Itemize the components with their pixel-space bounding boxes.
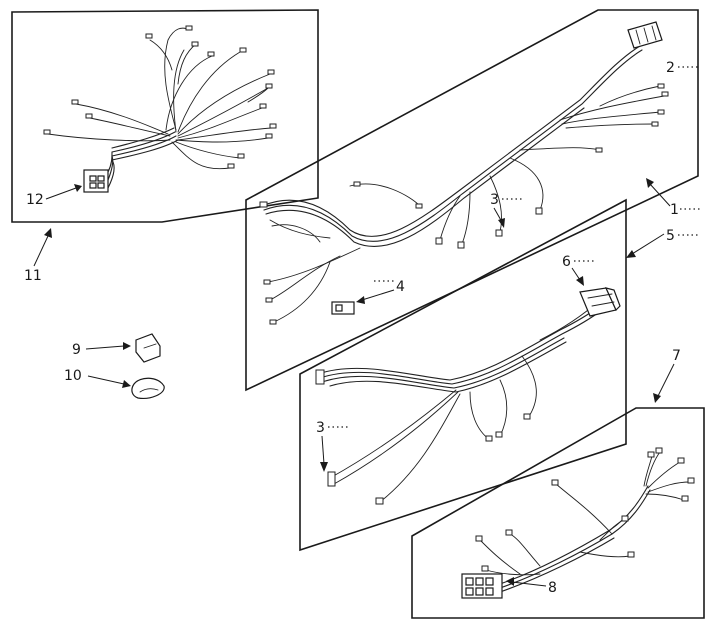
callout-8: 8 bbox=[506, 577, 557, 596]
callout-10-label: 10 bbox=[64, 368, 82, 384]
harness-5-terminals bbox=[315, 369, 531, 505]
callout-2-label: 2 bbox=[666, 60, 675, 76]
callout-2: 2 bbox=[666, 60, 700, 76]
connector-8 bbox=[461, 573, 503, 599]
callout-11: 11 bbox=[24, 228, 52, 284]
callout-3-lower: 3 bbox=[316, 420, 350, 472]
callout-3-upper: 3 bbox=[490, 192, 524, 228]
harness-7-wires bbox=[479, 451, 691, 593]
panel-harness-1: 2 3 4 bbox=[245, 9, 700, 392]
part-10 bbox=[131, 377, 165, 399]
callout-1: 1 bbox=[646, 178, 702, 218]
callout-12-label: 12 bbox=[26, 192, 44, 208]
callout-6: 6 bbox=[562, 254, 594, 286]
callout-3-upper-label: 3 bbox=[490, 192, 499, 208]
connector-6 bbox=[579, 287, 621, 317]
callout-7-label: 7 bbox=[672, 348, 681, 364]
callout-10: 10 bbox=[64, 368, 131, 388]
harness-1-terminals bbox=[259, 83, 669, 325]
harness-5-wires bbox=[317, 299, 603, 503]
panel-harness-5: 6 3 bbox=[299, 198, 627, 552]
callout-1-label: 1 bbox=[670, 202, 679, 218]
callout-9-label: 9 bbox=[72, 342, 81, 358]
connector-12 bbox=[83, 151, 115, 193]
callout-9: 9 bbox=[72, 342, 131, 358]
part-9 bbox=[135, 333, 161, 363]
callout-12: 12 bbox=[26, 184, 82, 208]
callout-5: 5 bbox=[626, 228, 700, 258]
part-4 bbox=[331, 301, 355, 315]
callout-6-label: 6 bbox=[562, 254, 571, 270]
callout-7: 7 bbox=[653, 348, 681, 403]
callout-4-label: 4 bbox=[396, 279, 405, 295]
connector-2 bbox=[627, 21, 663, 49]
harness-7-terminals bbox=[475, 447, 695, 572]
harness-11-wires bbox=[47, 27, 273, 170]
callout-5-label: 5 bbox=[666, 228, 675, 244]
callout-4: 4 bbox=[356, 279, 405, 304]
harness-1-wires bbox=[261, 45, 665, 323]
callout-3-lower-label: 3 bbox=[316, 420, 325, 436]
callout-11-label: 11 bbox=[24, 268, 42, 284]
panel-harness-11 bbox=[11, 9, 319, 223]
harness-11-terminals bbox=[43, 25, 277, 169]
callout-8-label: 8 bbox=[548, 580, 557, 596]
panel-harness-7: 8 bbox=[411, 407, 705, 619]
